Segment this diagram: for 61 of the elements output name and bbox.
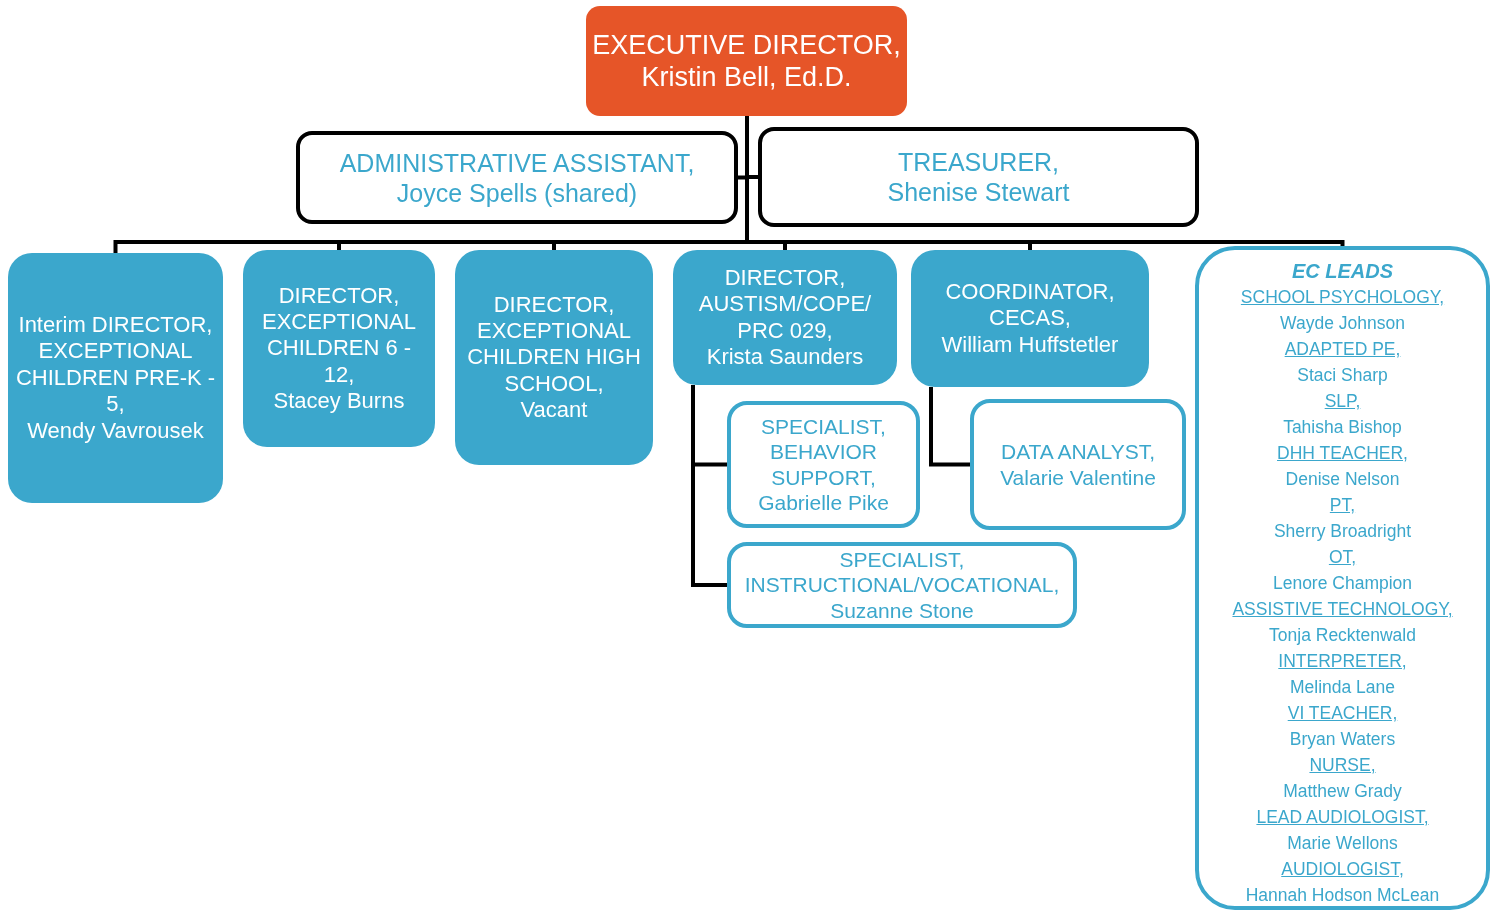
role-title: SCHOOL PSYCHOLOGY, xyxy=(1240,286,1445,309)
staff-name: Bryan Waters xyxy=(1289,728,1396,751)
staff-name: Hannah Hodson McLean xyxy=(1245,884,1440,907)
role-title: DIRECTOR, EXCEPTIONAL CHILDREN 6 - 12, xyxy=(260,282,417,389)
role-title: OT, xyxy=(1328,546,1357,569)
staff-name: Sherry Broadright xyxy=(1273,520,1412,543)
staff-name: Lenore Champion xyxy=(1272,572,1413,595)
staff-name: Denise Nelson xyxy=(1285,468,1400,491)
staff-name: Matthew Grady xyxy=(1283,780,1402,803)
staff-name: Vacant xyxy=(520,397,588,424)
executive-box xyxy=(586,6,907,116)
specialist-box xyxy=(727,401,920,528)
staff-name: Valarie Valentine xyxy=(1000,464,1156,490)
director-box xyxy=(8,253,223,503)
coordinator-box xyxy=(911,250,1149,387)
staff-box xyxy=(758,127,1199,227)
role-title: TREASURER, xyxy=(897,147,1060,177)
role-title: EXECUTIVE DIRECTOR, xyxy=(592,28,901,61)
staff-name: Stacey Burns xyxy=(273,388,405,415)
role-title: VI TEACHER, xyxy=(1287,702,1398,725)
section-heading: EC LEADS xyxy=(1291,259,1394,284)
connector-line xyxy=(929,387,970,467)
role-title: Interim DIRECTOR, EXCEPTIONAL CHILDREN PRE-K - 5, xyxy=(14,312,217,418)
staff-name: Krista Saunders xyxy=(706,343,864,371)
role-title: AUDIOLOGIST, xyxy=(1281,858,1404,881)
role-title: DIRECTOR, AUSTISM/COPE/ PRC 029, xyxy=(697,264,873,344)
role-title: COORDINATOR, CECAS, xyxy=(944,278,1116,332)
role-title: NURSE, xyxy=(1309,754,1376,777)
role-title: DATA ANALYST, xyxy=(1000,439,1156,465)
staff-name: Marie Wellons xyxy=(1287,832,1398,855)
staff-name: Suzanne Stone xyxy=(830,597,974,623)
staff-name: Melinda Lane xyxy=(1289,676,1396,699)
staff-name: Joyce Spells (shared) xyxy=(396,177,638,208)
role-title: ASSISTIVE TECHNOLOGY, xyxy=(1232,598,1453,621)
role-title: ADMINISTRATIVE ASSISTANT, xyxy=(339,147,695,178)
staff-name: Tahisha Bishop xyxy=(1283,416,1402,439)
staff-name: Staci Sharp xyxy=(1297,364,1388,387)
role-title: DIRECTOR, EXCEPTIONAL CHILDREN HIGH SCHOOL, xyxy=(466,291,642,398)
role-title: DHH TEACHER, xyxy=(1277,442,1408,465)
staff-name: Kristin Bell, Ed.D. xyxy=(641,61,852,94)
analyst-box xyxy=(970,399,1186,530)
role-title: INTERPRETER, xyxy=(1278,650,1407,673)
staff-name: Wayde Johnson xyxy=(1280,312,1405,335)
role-title: LEAD AUDIOLOGIST, xyxy=(1256,806,1429,829)
director-box xyxy=(455,250,653,465)
connector-line xyxy=(691,385,727,587)
specialist-box xyxy=(727,542,1077,628)
director-box xyxy=(243,250,435,447)
role-title: SLP, xyxy=(1324,390,1361,413)
staff-name: Gabrielle Pike xyxy=(758,489,889,515)
role-title: ADAPTED PE, xyxy=(1284,338,1401,361)
staff-name: Tonja Recktenwald xyxy=(1269,624,1416,647)
role-title: PT, xyxy=(1329,494,1356,517)
staff-box xyxy=(296,131,738,224)
staff-name: Shenise Stewart xyxy=(887,177,1070,207)
role-title: SPECIALIST, BEHAVIOR SUPPORT, xyxy=(760,414,887,490)
director-box xyxy=(673,250,897,385)
role-title: SPECIALIST, INSTRUCTIONAL/VOCATIONAL, xyxy=(743,547,1061,598)
leads-panel xyxy=(1195,246,1490,910)
staff-name: William Huffstetler xyxy=(941,331,1119,359)
staff-name: Wendy Vavrousek xyxy=(27,417,204,444)
